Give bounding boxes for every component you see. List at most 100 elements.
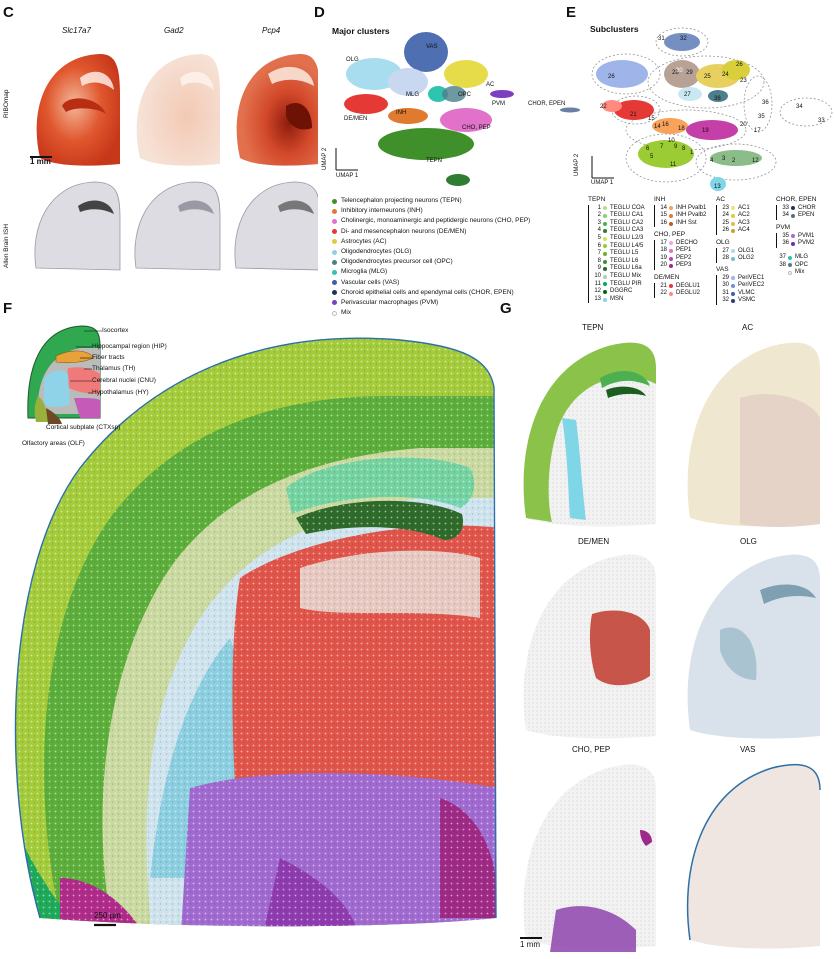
subcluster-label-29: 29: [686, 70, 693, 76]
subcluster-label-7: 7: [660, 144, 664, 150]
umap-label-pvm: PVM: [492, 101, 506, 107]
legend-dot: [332, 249, 337, 255]
map-title-cho-pep: CHO, PEP: [572, 745, 611, 754]
subcluster-label-17: 17: [754, 128, 761, 134]
subcluster-dot: [603, 267, 607, 272]
subcluster-label-2: 2: [732, 158, 736, 164]
subcluster-number: 11: [594, 280, 601, 287]
subcluster-label: DGGRC: [610, 288, 633, 295]
subcluster-dot: [788, 270, 792, 275]
legend-dot: [332, 198, 337, 204]
subcluster-dot: [669, 264, 673, 269]
subcluster-label: OLG2: [738, 255, 755, 262]
subcluster-dot: [603, 259, 607, 264]
legend-dot: [332, 310, 337, 316]
subcluster-label: PeriVEC1: [738, 274, 765, 281]
subcluster-label: PVM1: [798, 232, 815, 239]
subcluster-number: 3: [597, 219, 601, 226]
legend-label: Oligodendrocytes precursor cell (OPC): [341, 258, 453, 266]
subcluster-number: 21: [660, 282, 667, 289]
subcluster-dot: [669, 291, 673, 296]
legend-label: Telencephalon projecting neurons (TEPN): [341, 197, 462, 205]
subcluster-label-8: 8: [682, 146, 686, 152]
subcluster-label-38: 38: [714, 96, 721, 102]
subcluster-label: PEP3: [676, 262, 692, 269]
coronal-section-map: [14, 337, 497, 927]
subcluster-label: TEGLU L2/3: [610, 234, 644, 241]
panel-f-scale-label: 250 µm: [94, 911, 121, 920]
subcluster-label: TEGLU L4/5: [610, 242, 644, 249]
subcluster-number: 13: [594, 295, 601, 302]
subcluster-number: 4: [597, 227, 601, 234]
subcluster-dot: [791, 213, 795, 218]
subcluster-dot: [603, 251, 607, 256]
panel-c-letter: C: [3, 4, 14, 21]
major-clusters-title: Major clusters: [332, 26, 390, 36]
major-clusters-legend: Telencephalon projecting neurons (TEPN) …: [332, 196, 530, 318]
region-label-isocortex: Isocortex: [102, 327, 129, 334]
subcluster-label-22: 22: [600, 104, 607, 110]
subcluster-dot: [731, 283, 735, 288]
subcluster-group-title: OLG: [716, 239, 730, 246]
subcluster-dot: [731, 249, 735, 254]
subcluster-label: TEGLU L5: [610, 250, 639, 257]
subcluster-label-15: 15: [648, 116, 655, 122]
subcluster-label: TEGLU L6: [610, 257, 639, 264]
umap-label-cho-pep: CHO, PEP: [462, 125, 491, 131]
subcluster-label: DEGLU2: [676, 290, 701, 297]
subcluster-number: 36: [782, 240, 789, 247]
subcluster-dot: [669, 213, 673, 218]
subcluster-dot: [603, 206, 607, 211]
subcluster-dot: [731, 229, 735, 234]
legend-dot: [332, 208, 337, 214]
subcluster-number: 23: [722, 204, 729, 211]
map-ac: [687, 342, 820, 527]
subcluster-label-13: 13: [714, 184, 721, 190]
umap-label-demen: DE/MEN: [344, 116, 368, 122]
umap-e-axis-y: UMAP 2: [574, 153, 580, 176]
map-de-men: [523, 554, 656, 739]
subcluster-label-19: 19: [702, 128, 709, 134]
region-label-cnu: Cerebral nuclei (CNU): [92, 377, 156, 384]
brain-region-schematic: [27, 325, 101, 424]
subcluster-number: 25: [722, 219, 729, 226]
subcluster-group-title: TEPN: [588, 196, 606, 203]
subcluster-dot: [669, 221, 673, 226]
subcluster-dot: [669, 284, 673, 289]
subcluster-label-5: 5: [650, 154, 654, 160]
subcluster-label-32: 32: [680, 36, 687, 42]
panel-g-letter: G: [500, 300, 512, 317]
umap-d-axis-y: UMAP 2: [322, 147, 328, 170]
subcluster-number: 30: [722, 282, 729, 289]
region-label-hypothalamus: Hypothalamus (HY): [92, 389, 149, 396]
umap-e-axis-x: UMAP 1: [591, 180, 614, 186]
subcluster-label-16: 16: [662, 122, 669, 128]
subcluster-number: 9: [597, 265, 601, 272]
legend-label: Microglia (MLG): [341, 268, 388, 276]
subcluster-label-31: 31: [658, 36, 665, 42]
subcluster-label: AC2: [738, 212, 750, 219]
subcluster-label: DEGLU1: [676, 282, 701, 289]
cell-type-maps: [520, 342, 821, 952]
subcluster-label-36: 36: [762, 100, 769, 106]
subcluster-dot: [603, 297, 607, 302]
subcluster-label: TEGLU CA3: [610, 227, 644, 234]
subcluster-label: PEP1: [676, 247, 692, 254]
subcluster-dot: [731, 213, 735, 218]
gene-pcp4-label: Pcp4: [262, 26, 281, 35]
subcluster-number: 19: [660, 254, 667, 261]
panel-c-scale-bar: [30, 156, 52, 158]
subcluster-number: 10: [594, 272, 601, 279]
subcluster-dot: [791, 206, 795, 211]
subcluster-number: 29: [722, 274, 729, 281]
subcluster-label: VSMC: [738, 297, 756, 304]
subcluster-label: PVM2: [798, 240, 815, 247]
umap-label-opc: OPC: [458, 92, 472, 98]
legend-dot: [332, 300, 337, 306]
subcluster-label: MLG: [795, 254, 809, 260]
